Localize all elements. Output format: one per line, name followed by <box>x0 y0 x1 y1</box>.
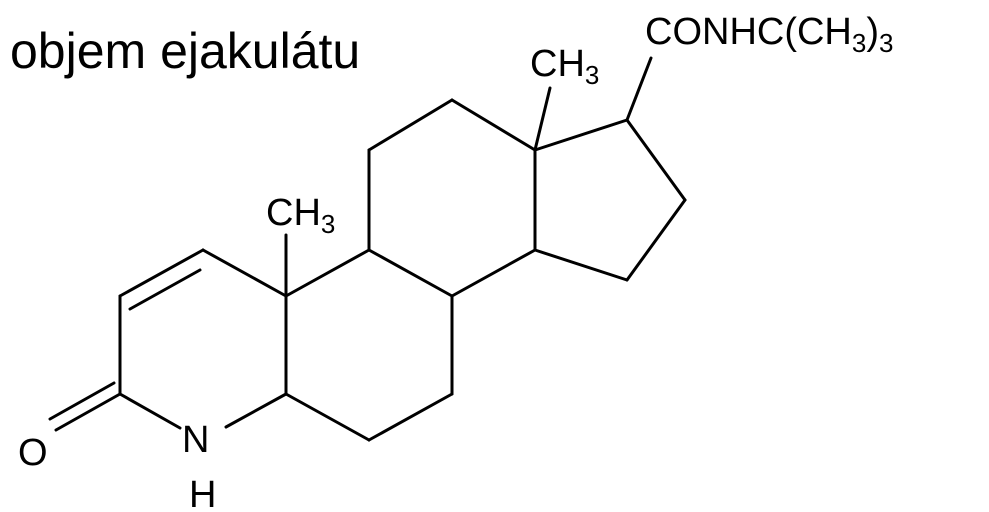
methyl-18-label: CH3 <box>530 43 599 90</box>
nitrogen-atom-label: N <box>182 419 209 461</box>
side-chain-prefix: CONHC(CH <box>645 11 852 53</box>
bond <box>367 98 454 152</box>
bond <box>625 198 687 282</box>
bond <box>625 118 687 202</box>
bond <box>367 248 454 298</box>
bond-methyl <box>533 86 552 152</box>
methyl-18-subscript: 3 <box>585 60 599 90</box>
bond-carbonyl <box>48 381 116 421</box>
bond <box>284 248 371 298</box>
bond <box>118 248 205 298</box>
bond <box>284 392 371 442</box>
bond-side-chain <box>625 56 653 122</box>
methyl-19-text: CH <box>266 192 321 234</box>
bond <box>450 98 537 152</box>
bond <box>224 392 288 429</box>
side-chain-paren: ) <box>866 11 879 53</box>
side-chain-label: CONHC(CH3)3 <box>645 11 893 58</box>
bond <box>118 392 182 430</box>
methyl-19-subscript: 3 <box>321 209 335 239</box>
oxygen-atom-label: O <box>18 432 48 474</box>
side-chain-subscript-outer: 3 <box>879 28 893 58</box>
methyl-19-label: CH3 <box>266 192 335 239</box>
methyl-18-text: CH <box>530 43 585 85</box>
bond <box>533 118 629 152</box>
nitrogen-hydrogen-label: H <box>189 474 216 512</box>
bond-double-inner <box>128 268 202 311</box>
bond-carbonyl <box>54 392 122 432</box>
bond <box>450 248 537 298</box>
bond <box>201 248 288 298</box>
bond <box>367 392 454 442</box>
side-chain-subscript-inner: 3 <box>852 28 866 58</box>
bond <box>533 248 629 282</box>
caption-text: objem ejakulátu <box>10 23 361 79</box>
